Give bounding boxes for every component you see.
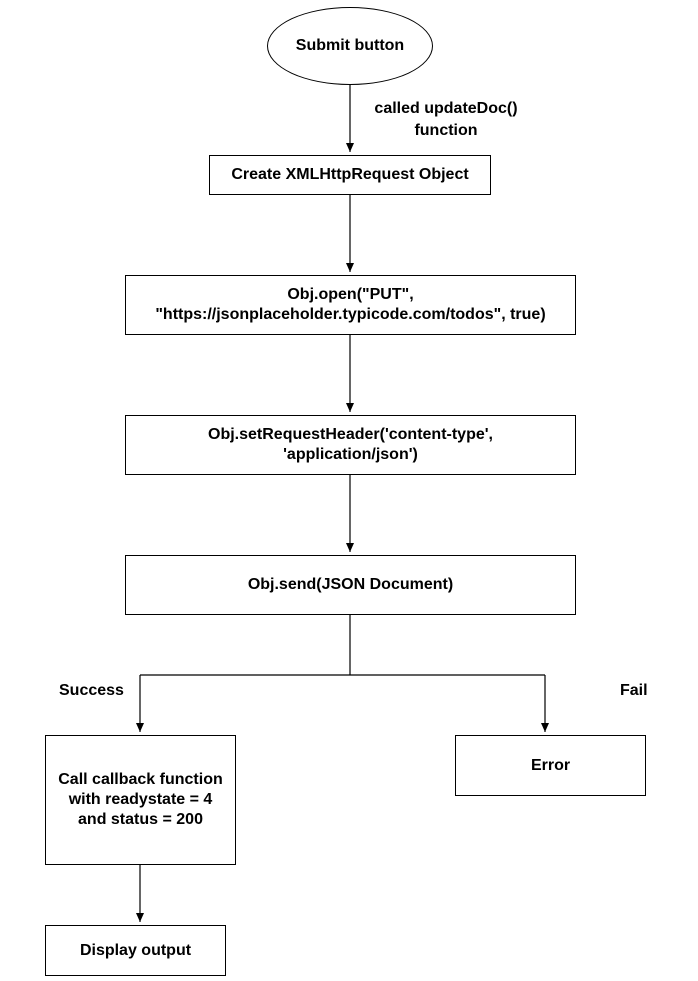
display-output-label: Display output [79,941,192,959]
send-label: Obj.send(JSON Document) [247,576,454,593]
set-request-header-node: Obj.setRequestHeader('content-type', 'ap… [125,415,576,475]
error-node: Error [455,735,646,796]
open-label-line-2: "https://jsonplaceholder.typicode.com/to… [155,306,546,323]
open-request-node: Obj.open("PUT", "https://jsonplaceholder… [125,275,576,335]
called-update-doc-label: called updateDoc() function [358,98,534,142]
open-label-line-1: Obj.open("PUT", [287,286,414,303]
create-xhr-label: Create XMLHttpRequest Object [231,166,469,183]
called-label-line-1: called updateDoc() [374,100,518,117]
success-label: Success [59,682,124,699]
error-label: Error [530,756,571,774]
header-label-line-2: 'application/json') [283,446,418,463]
submit-button-node: Submit button [267,7,433,85]
display-output-node: Display output [45,925,226,976]
submit-button-label: Submit button [295,37,405,54]
callback-label-line-1: Call callback function [58,771,223,788]
callback-node: Call callback function with readystate =… [45,735,236,865]
fail-label: Fail [620,682,648,699]
send-node: Obj.send(JSON Document) [125,555,576,615]
callback-label-line-2: with readystate = 4 [68,791,213,808]
called-label-line-2: function [414,122,478,139]
header-label-line-1: Obj.setRequestHeader('content-type', [208,426,493,443]
create-xhr-node: Create XMLHttpRequest Object [209,155,491,195]
callback-label-line-3: and status = 200 [78,811,203,828]
